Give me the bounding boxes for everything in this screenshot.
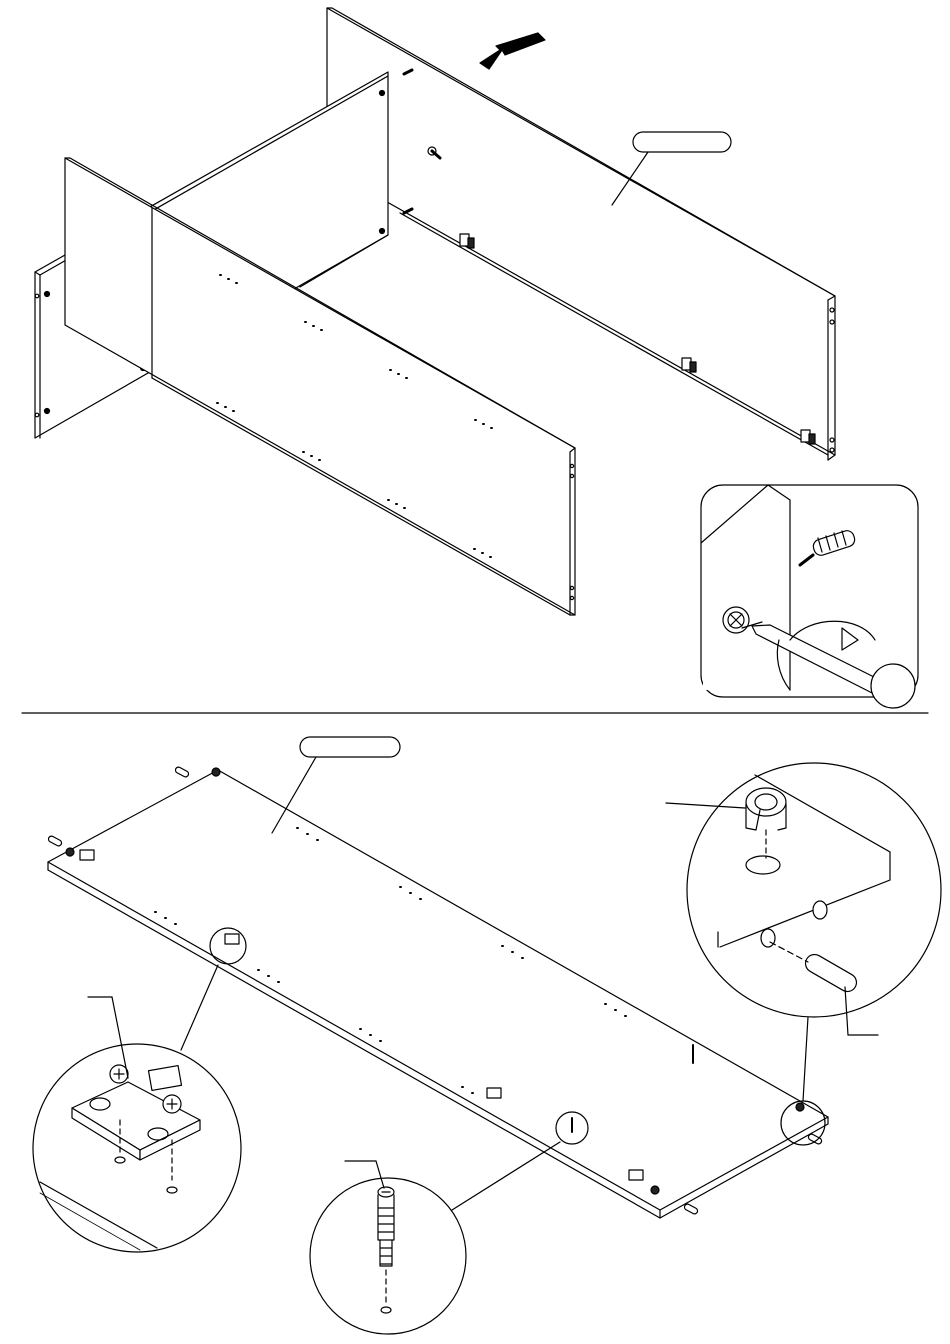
hinge-fitting-icon [468, 238, 474, 248]
hinge-plate-detail [33, 965, 241, 1252]
hinge-fitting-icon [690, 362, 696, 372]
shelf-pin-detail [310, 1142, 560, 1334]
screwdriver-detail [701, 485, 918, 708]
top-step [35, 8, 918, 708]
cam-lock-icon [723, 607, 749, 633]
bottom-step [33, 737, 941, 1334]
arrow-icon [480, 33, 545, 69]
hinge-fitting-icon [809, 434, 815, 444]
